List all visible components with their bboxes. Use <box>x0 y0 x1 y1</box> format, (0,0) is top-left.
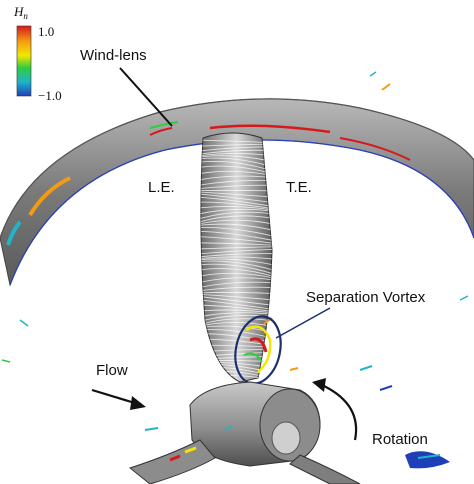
flow-arrow <box>91 388 139 406</box>
blade-streakline <box>200 256 272 261</box>
label-leading-edge: L.E. <box>148 179 175 196</box>
label-trailing-edge: T.E. <box>286 179 312 196</box>
blade-streakline <box>200 260 272 273</box>
label-flow: Flow <box>96 362 128 379</box>
annotations: Wind-lens L.E. T.E. Separation Vortex Fl… <box>80 47 428 448</box>
colorbar-symbol: Hn <box>13 4 28 21</box>
blade-streakline <box>200 235 272 245</box>
label-wind-lens: Wind-lens <box>80 47 147 64</box>
blade-streakline <box>200 248 272 255</box>
colorbar-gradient <box>16 25 32 97</box>
label-rotation: Rotation <box>372 431 428 448</box>
vortex-pointer <box>275 307 331 339</box>
flow-fragments <box>1 71 469 469</box>
blade-streakline <box>200 246 272 250</box>
rotation-arrowhead <box>312 378 326 392</box>
colorbar: Hn 1.0 −1.0 <box>13 4 62 103</box>
wind-lens-pointer <box>119 67 173 127</box>
label-separation-vortex: Separation Vortex <box>306 289 426 306</box>
turbine-hub <box>128 381 361 484</box>
blade-streakline <box>200 258 272 267</box>
flow-arrowhead <box>130 396 146 410</box>
blade-streakline <box>200 242 272 246</box>
blade-streakline <box>200 253 272 258</box>
rotation-arrow <box>323 385 358 441</box>
blade-streakline <box>200 230 272 243</box>
colorbar-min-label: −1.0 <box>38 88 62 103</box>
colorbar-max-label: 1.0 <box>38 24 54 39</box>
